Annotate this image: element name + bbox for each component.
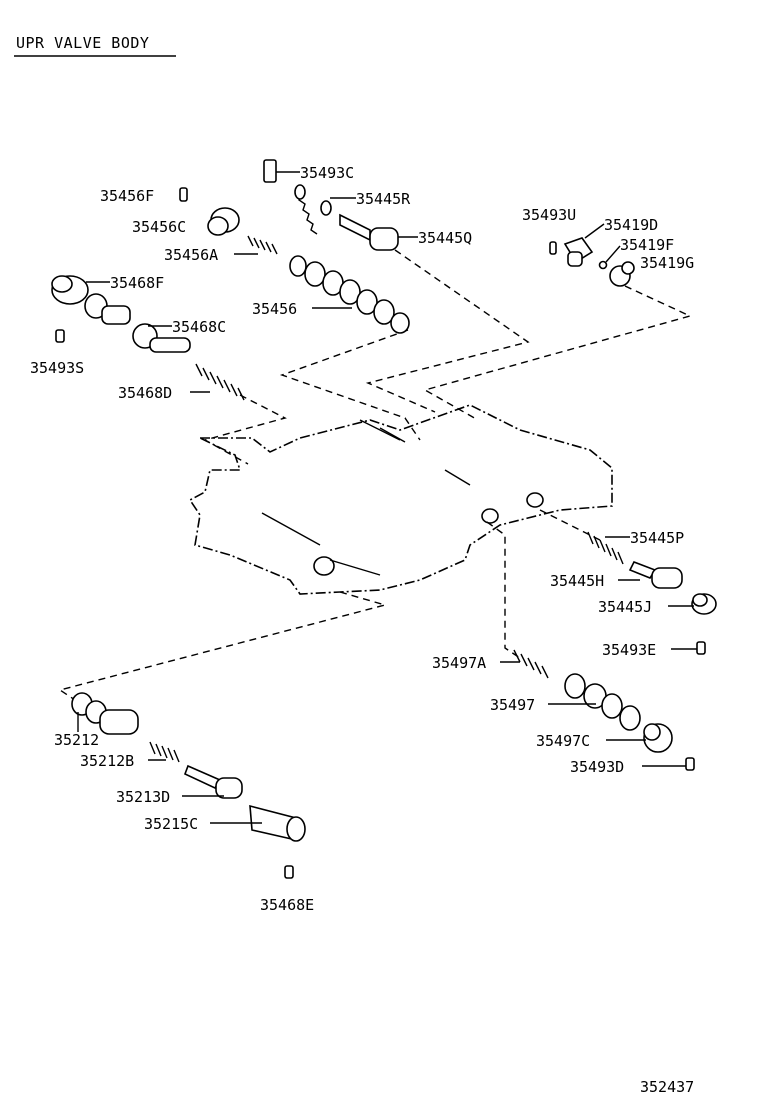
- label-35213D: 35213D: [116, 788, 170, 806]
- part-35456A-spring: [234, 235, 278, 255]
- label-35493D: 35493D: [570, 758, 624, 776]
- label-35468C: 35468C: [172, 318, 226, 336]
- label-35497A: 35497A: [432, 654, 486, 672]
- part-35497C-sleeve: [606, 723, 673, 753]
- part-35456C-sleeve: [207, 207, 240, 236]
- part-35497-valve: [548, 673, 641, 731]
- part-35445Q-valve: [339, 213, 418, 251]
- assembly-lines: [58, 249, 693, 701]
- label-35445R: 35445R: [356, 190, 411, 208]
- label-35419D: 35419D: [604, 216, 658, 234]
- label-35456A: 35456A: [164, 246, 218, 264]
- part-35493U-plug: [549, 241, 557, 255]
- label-35493C: 35493C: [300, 164, 354, 182]
- part-35497A-spring: [500, 649, 549, 679]
- label-35445P: 35445P: [630, 529, 684, 547]
- part-35445J-sleeve: [668, 593, 717, 615]
- label-35456C: 35456C: [132, 218, 186, 236]
- part-35445H-valve: [618, 560, 683, 589]
- part-35468F-sleeve: [51, 275, 110, 305]
- part-35212B-spring: [148, 741, 180, 763]
- label-35456: 35456: [252, 300, 297, 318]
- label-35497C: 35497C: [536, 732, 590, 750]
- part-35468D-spring: [190, 363, 245, 401]
- label-35468F: 35468F: [110, 274, 164, 292]
- label-35419G: 35419G: [640, 254, 694, 272]
- label-35456F: 35456F: [100, 187, 154, 205]
- part-35493E-plug: [671, 641, 706, 655]
- diagram-title: UPR VALVE BODY: [16, 34, 149, 52]
- part-35456-valve: [289, 255, 410, 334]
- part-35445P-spring: [587, 531, 630, 565]
- label-35468E: 35468E: [260, 896, 314, 914]
- label-35445J: 35445J: [598, 598, 652, 616]
- label-35468D: 35468D: [118, 384, 172, 402]
- part-35468C-valve: [84, 293, 191, 353]
- label-35493E: 35493E: [602, 641, 656, 659]
- part-35493S-plug: [55, 329, 65, 343]
- part-35493D-plug: [642, 757, 695, 771]
- part-35419G-spring: [609, 261, 635, 287]
- label-35212: 35212: [54, 731, 99, 749]
- part-35468E-plug: [284, 865, 294, 879]
- part-35212-valve: [71, 692, 139, 735]
- label-35445Q: 35445Q: [418, 229, 472, 247]
- label-35497: 35497: [490, 696, 535, 714]
- label-35215C: 35215C: [144, 815, 198, 833]
- label-35493U: 35493U: [522, 206, 576, 224]
- figure-number: 352437: [640, 1078, 694, 1096]
- part-35215C-sleeve: [210, 804, 306, 842]
- label-35493S: 35493S: [30, 359, 84, 377]
- part-35419D-valve: [563, 223, 605, 267]
- part-35213D-valve: [182, 764, 243, 799]
- part-35445R-spring: [294, 184, 356, 235]
- part-labels: 35493C 35445R 35445Q 35456F 35456C 35456…: [30, 164, 694, 914]
- part-35419F-ball: [598, 245, 621, 270]
- valve-body-outline: [188, 404, 613, 595]
- part-35493C-plug: [263, 159, 300, 183]
- valve-body-bores: [261, 419, 544, 576]
- label-35445H: 35445H: [550, 572, 604, 590]
- label-35419F: 35419F: [620, 236, 674, 254]
- label-35212B: 35212B: [80, 752, 134, 770]
- part-35456F-plug: [179, 187, 188, 202]
